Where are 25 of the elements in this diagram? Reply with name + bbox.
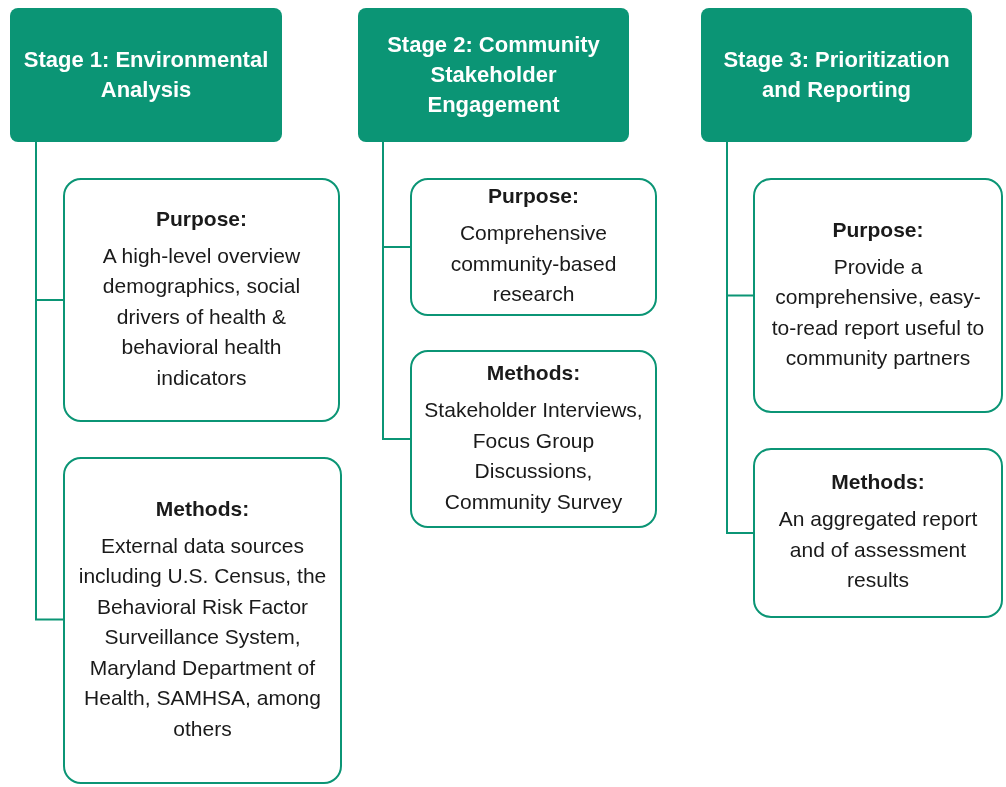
card-heading: Purpose:: [832, 217, 924, 242]
card-text: An aggregated report and of assessment results: [777, 506, 979, 594]
info-card: [63, 178, 340, 422]
connector-line: [382, 141, 411, 440]
card-heading: Purpose:: [156, 206, 247, 231]
card-heading: Methods:: [831, 470, 925, 495]
stage-header: [358, 8, 629, 142]
card-text: A high-level overview demographics, social drivers of health & behavioral health indicators: [101, 242, 302, 391]
card-text: Provide a comprehensive, easy-to-read report useful to community partners: [770, 253, 986, 371]
info-card: [410, 178, 657, 316]
card-text: External data sources including U.S. Census, the Behavioral Risk Factor Surveillance System, Maryland Department of Health, SAMHSA, among others: [77, 532, 328, 742]
stage-header: [10, 8, 282, 142]
card-text: Stakeholder Interviews, Focus Group Discussions, Community Survey: [423, 397, 644, 515]
info-card: [63, 457, 342, 784]
card-text: Comprehensive community-based research: [449, 220, 618, 308]
info-card: [753, 448, 1003, 618]
card-heading: Purpose:: [488, 184, 579, 209]
info-card: [410, 350, 657, 528]
stage-title: Stage 1: Environmental Analysis: [22, 46, 270, 104]
info-card: [753, 178, 1003, 413]
stage-title: Stage 2: Community Stakeholder Engagement: [386, 31, 601, 119]
stage-title: Stage 3: Prioritization and Reporting: [722, 46, 951, 104]
stage-header: [701, 8, 972, 142]
card-heading: Methods:: [486, 361, 581, 385]
card-heading: Methods:: [155, 496, 250, 521]
